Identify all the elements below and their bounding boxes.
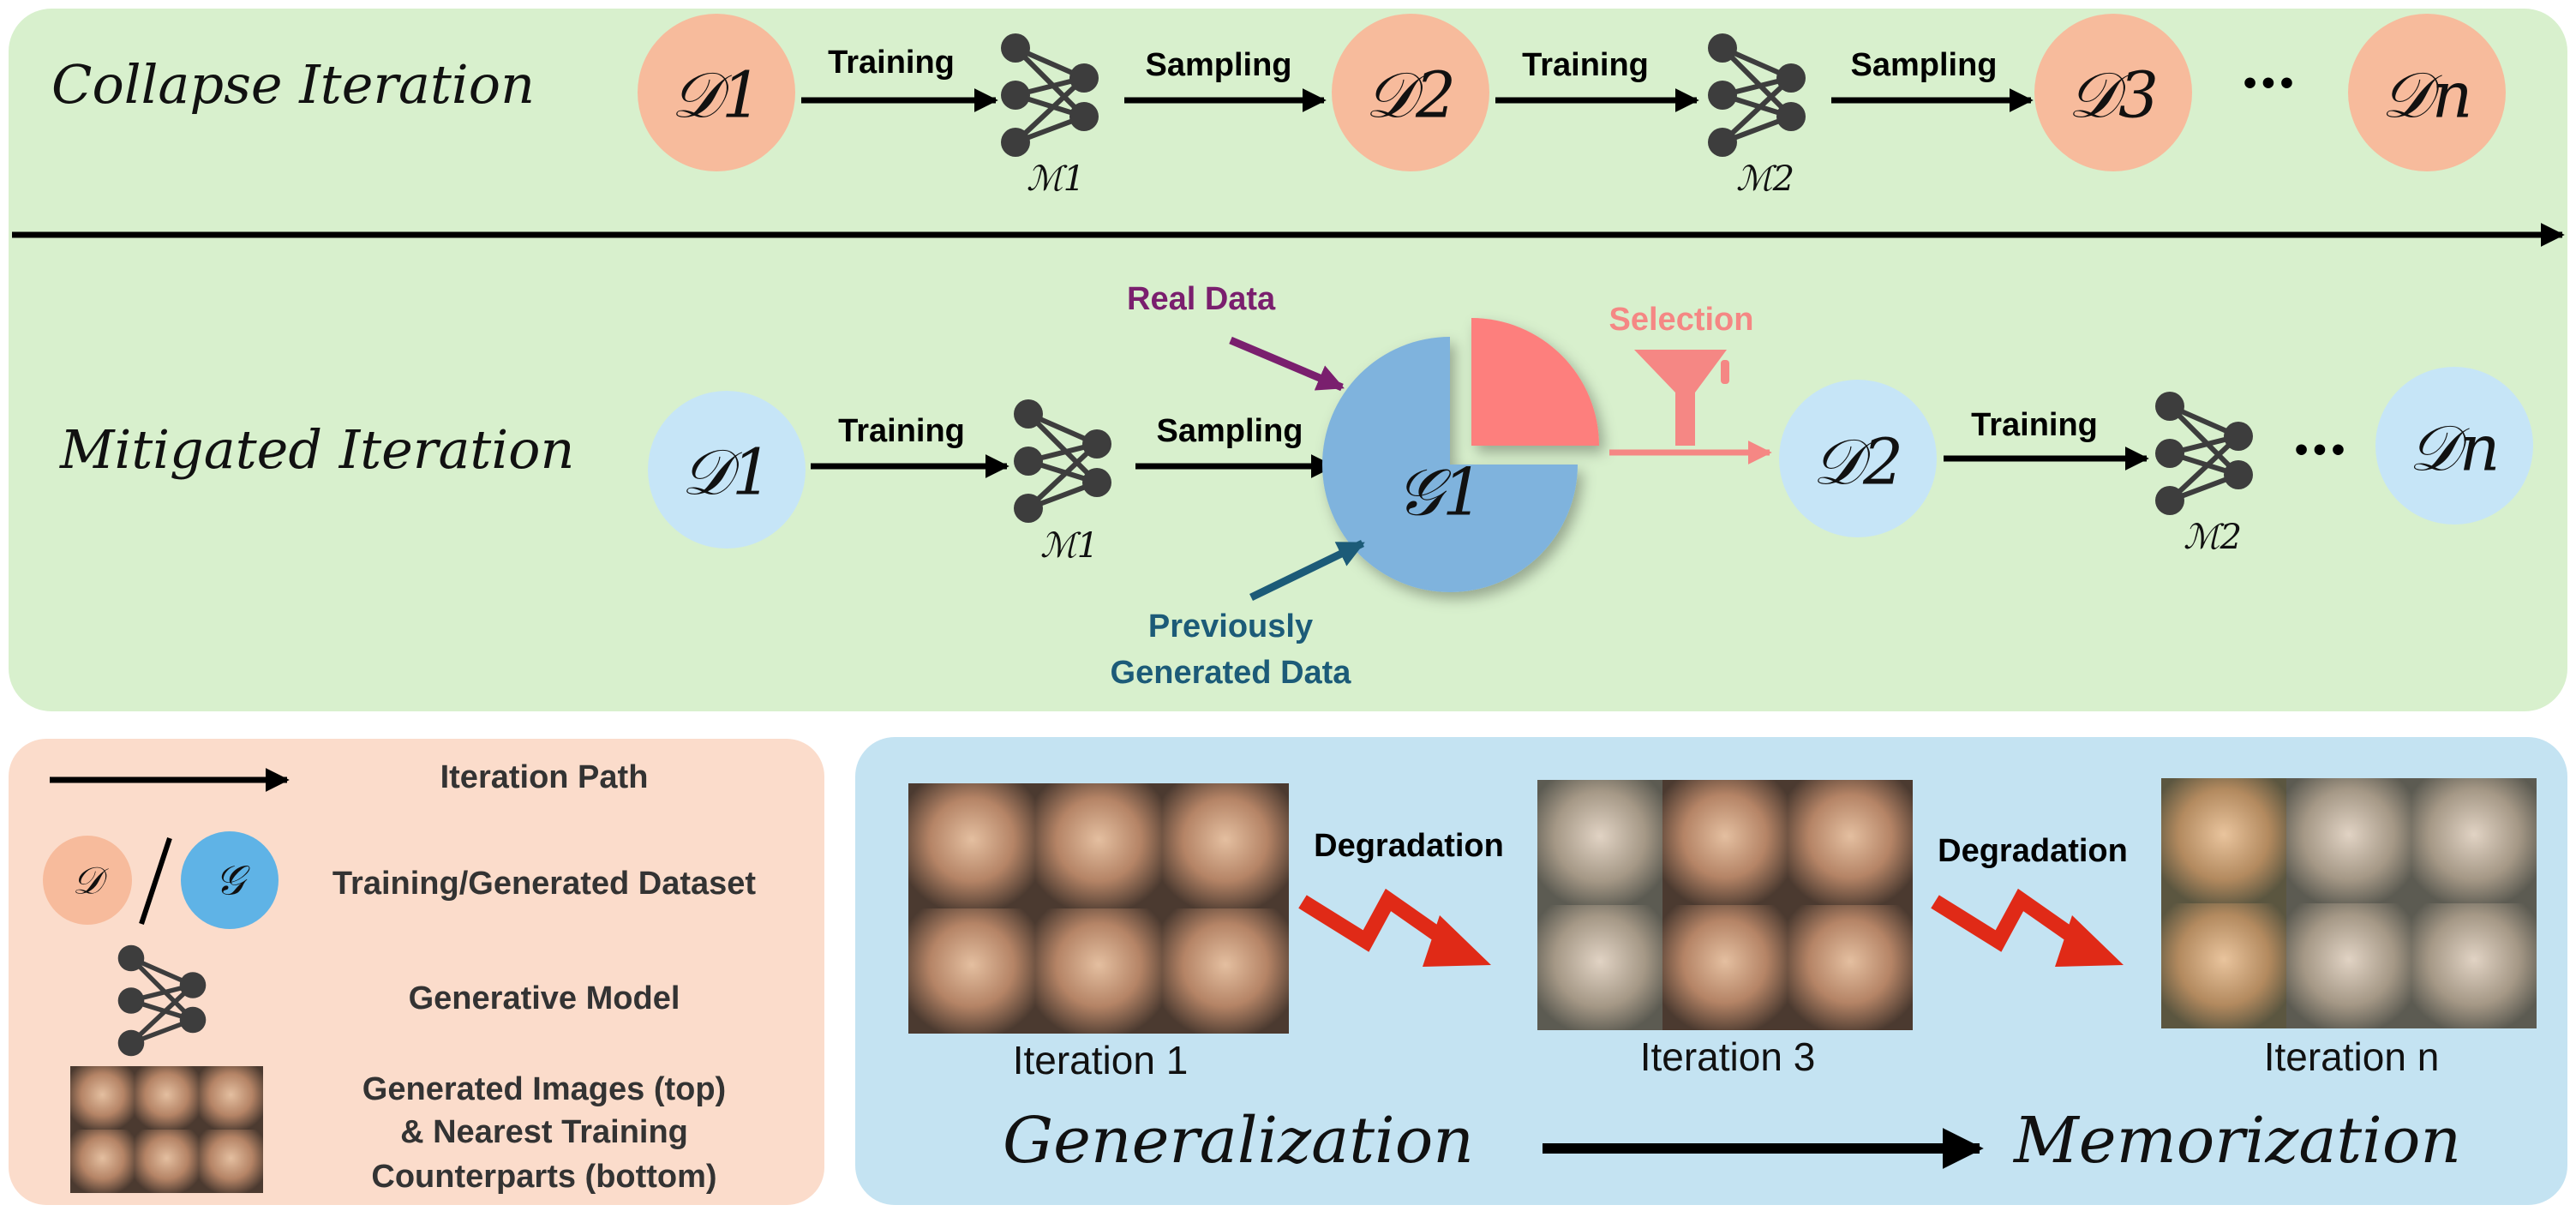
collapse-node-dn	[2348, 14, 2506, 171]
iteration-3-grid	[1537, 780, 1913, 1030]
iteration-1-grid	[908, 783, 1289, 1034]
funnel-icon	[1634, 350, 1729, 446]
legend-slash	[139, 837, 172, 925]
legend-thumbnail-grid	[70, 1066, 263, 1193]
real-data-arrow	[1229, 336, 1345, 392]
mitigated-node-d2	[1779, 380, 1937, 537]
collapse-node-d2	[1332, 14, 1489, 171]
mitigated-node-d1	[648, 391, 806, 549]
generated-dataset-pie	[1322, 318, 1599, 592]
pie-generated-slice	[1322, 337, 1578, 592]
iteration-panel	[9, 9, 2567, 711]
previous-data-arrow	[1249, 539, 1365, 602]
legend-dataset-g-icon	[181, 831, 279, 929]
degradation-arrow-1-icon	[1298, 888, 1491, 967]
collapse-node-d1	[638, 14, 795, 171]
mitigated-node-dn	[2375, 367, 2533, 525]
collapse-node-d3	[2034, 14, 2192, 171]
pie-real-slice	[1471, 318, 1599, 446]
iteration-n-grid	[2161, 778, 2537, 1028]
legend-dataset-d-icon	[43, 836, 132, 925]
degradation-arrow-2-icon	[1931, 888, 2124, 967]
